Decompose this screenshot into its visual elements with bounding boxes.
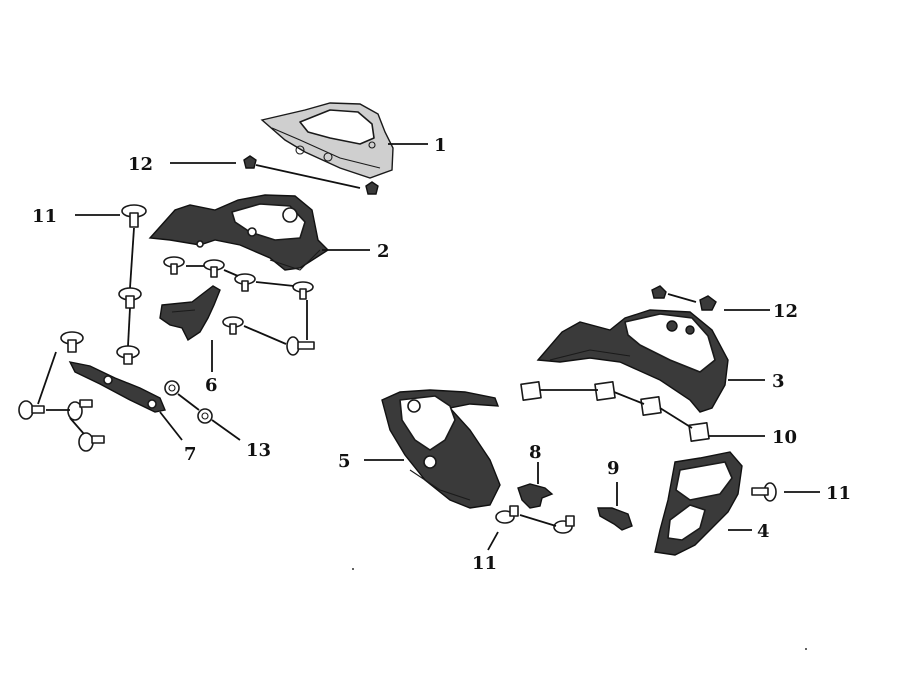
part-4-right-side-cover bbox=[654, 451, 743, 556]
callout-5: 5 bbox=[338, 451, 351, 472]
scan-speck bbox=[805, 648, 807, 650]
callout-11-left: 11 bbox=[32, 206, 57, 227]
callout-11-right: 11 bbox=[826, 483, 851, 504]
callout-8: 8 bbox=[529, 442, 542, 463]
callout-13: 13 bbox=[246, 440, 271, 461]
callout-11-bottom: 11 bbox=[472, 553, 497, 574]
part-11-rivets bbox=[18, 204, 777, 534]
part-9-clip bbox=[597, 507, 633, 531]
part-5-left-side-cover bbox=[381, 389, 501, 509]
callout-7: 7 bbox=[184, 444, 197, 465]
part-12-screws bbox=[243, 155, 717, 311]
callout-labels: 1 12 11 2 12 3 6 10 7 13 5 8 9 11 4 11 bbox=[32, 135, 851, 574]
callout-1: 1 bbox=[434, 135, 447, 156]
callout-10: 10 bbox=[772, 427, 797, 448]
part-1-meter-cover bbox=[260, 102, 394, 179]
part-13-nuts bbox=[164, 380, 213, 424]
callout-leaders bbox=[75, 143, 820, 551]
scan-speck bbox=[352, 568, 354, 570]
part-10-speed-nuts bbox=[520, 381, 710, 442]
callout-12-top: 12 bbox=[128, 154, 153, 175]
callout-9: 9 bbox=[607, 458, 620, 479]
callout-2: 2 bbox=[377, 241, 390, 262]
part-6-small-bracket bbox=[159, 285, 221, 342]
part-3-headlight-cover bbox=[536, 309, 729, 413]
part-8-clip bbox=[517, 483, 554, 509]
part-2-front-bracket bbox=[148, 194, 330, 271]
part-7-stay-bracket bbox=[68, 361, 166, 413]
callout-3: 3 bbox=[772, 371, 785, 392]
callout-4: 4 bbox=[757, 521, 770, 542]
callout-6: 6 bbox=[205, 375, 218, 396]
callout-12-right: 12 bbox=[773, 301, 798, 322]
